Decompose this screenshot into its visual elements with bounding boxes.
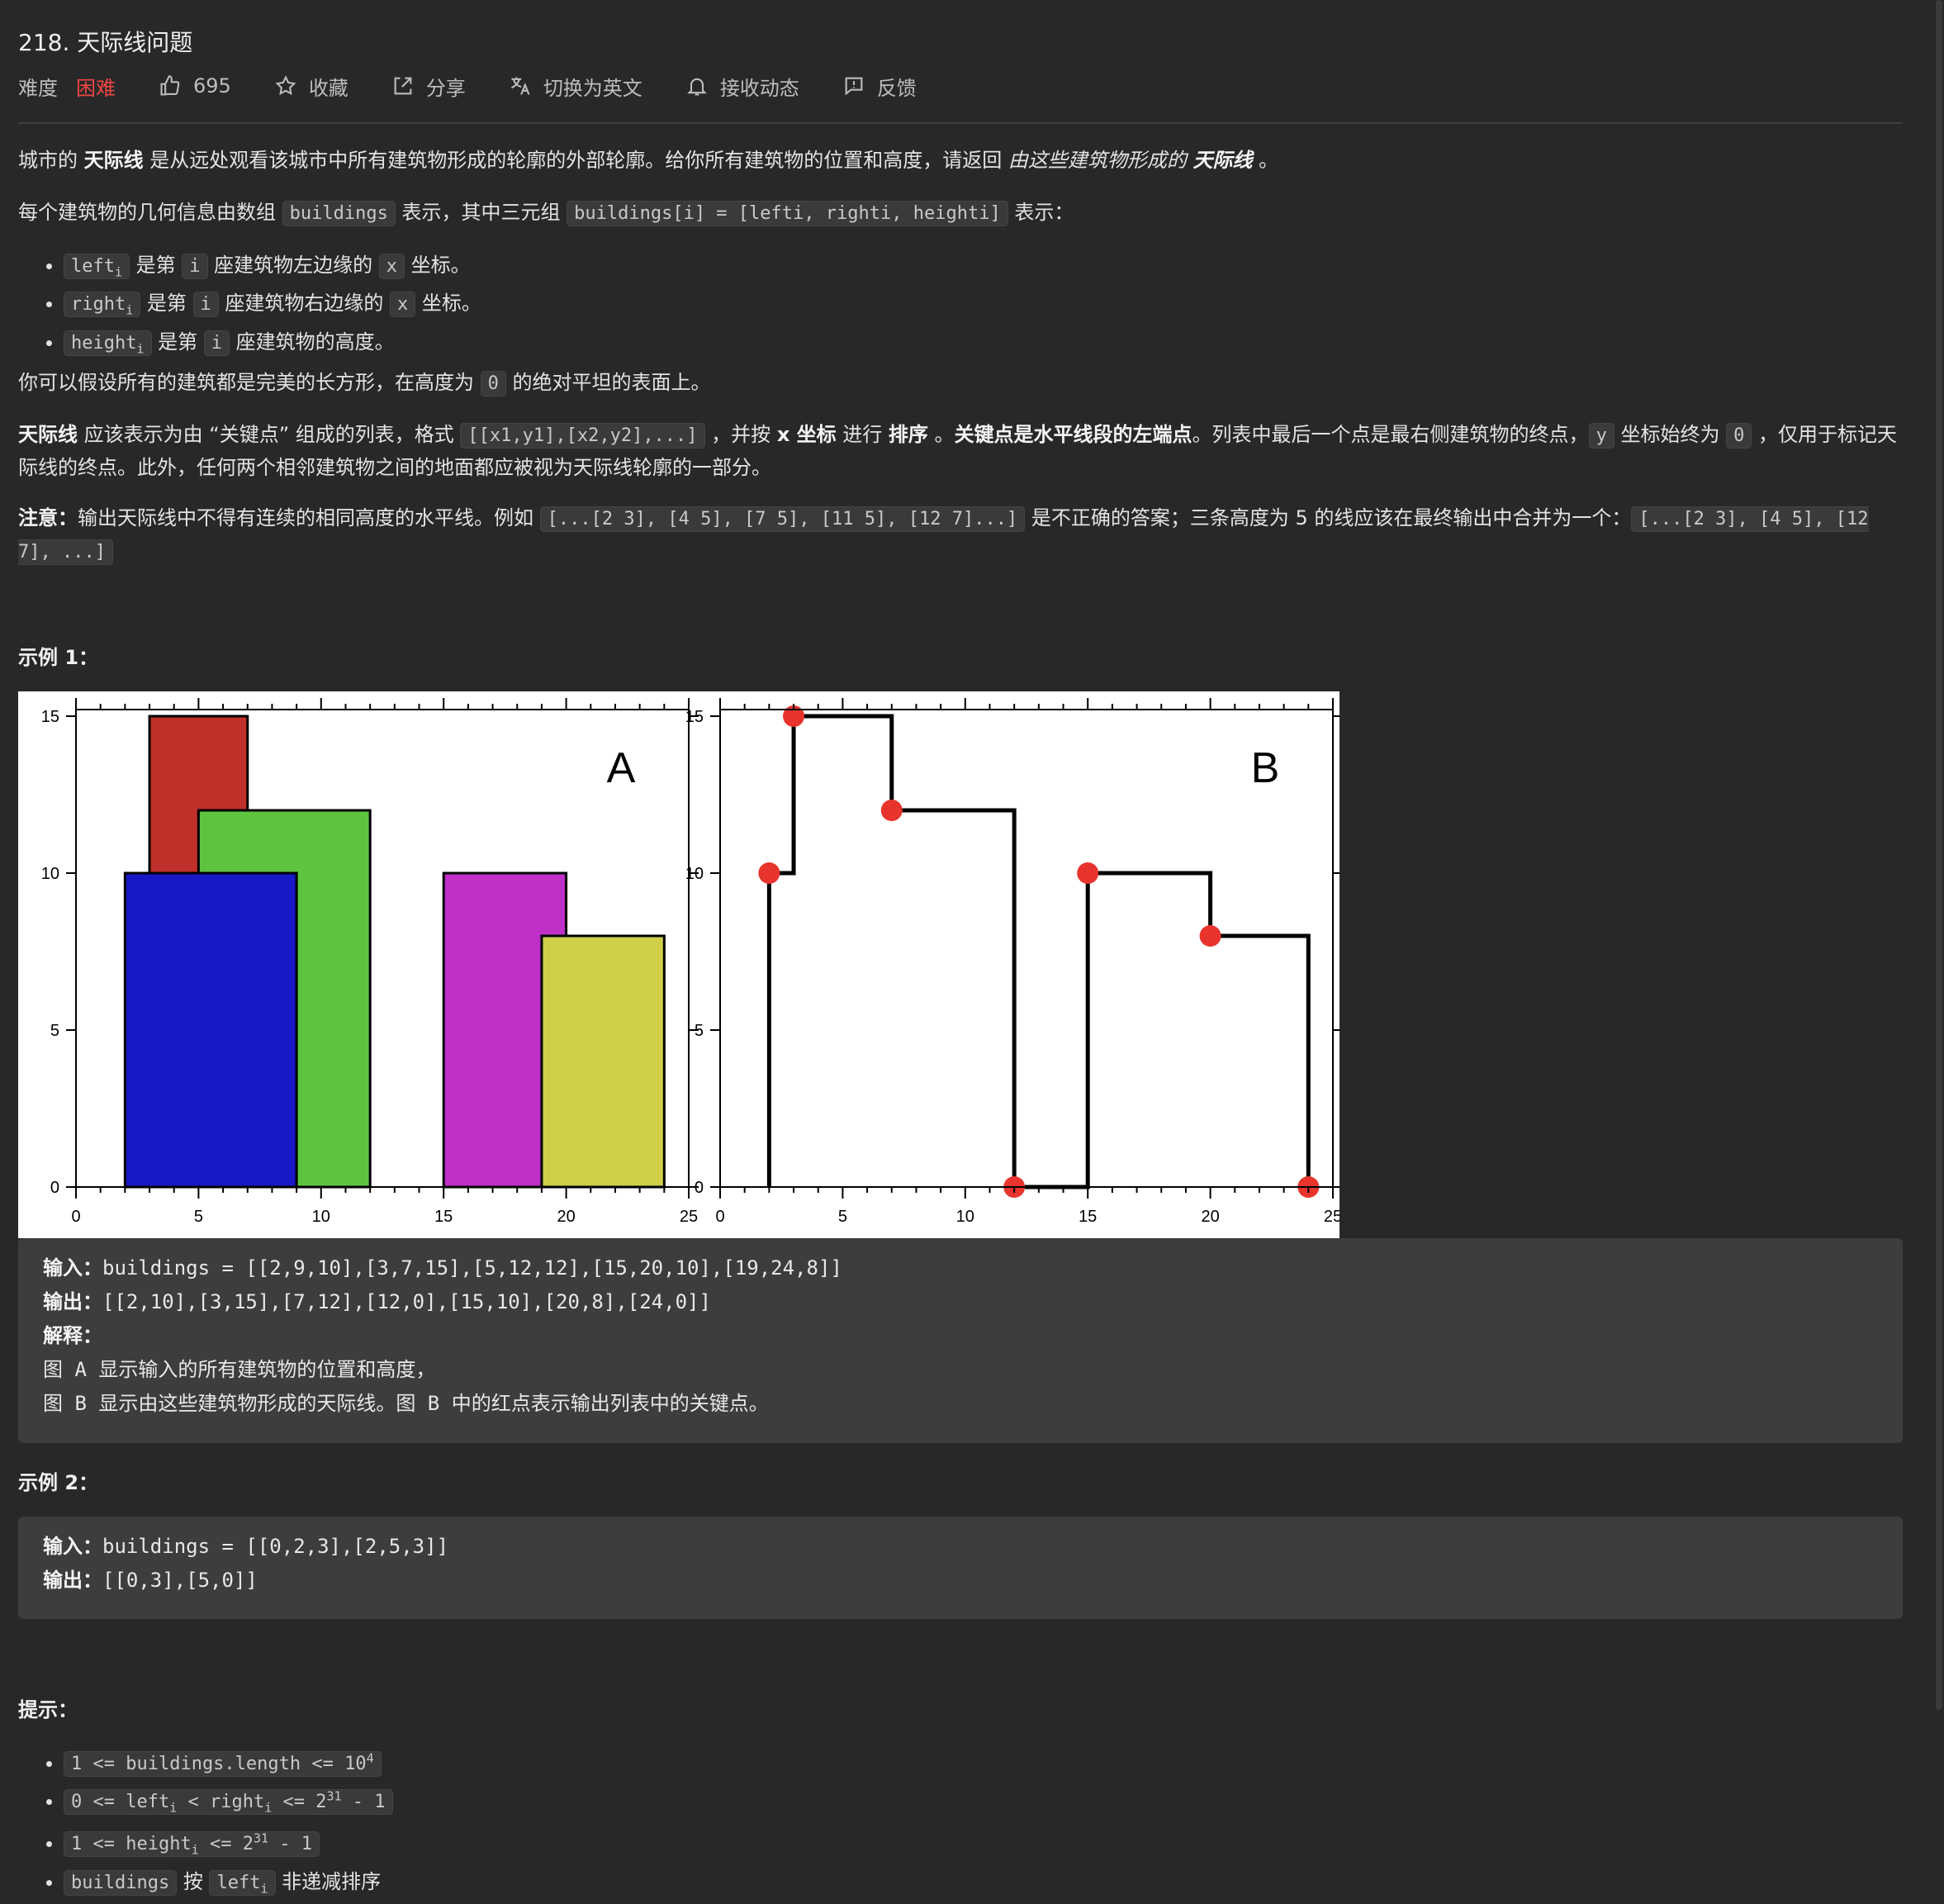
- header-divider: [18, 122, 1903, 124]
- keypoint-dot-5: [1199, 925, 1221, 947]
- building-bar-4: [540, 934, 666, 1189]
- x-tick-label: 15: [434, 1208, 453, 1226]
- y-tick-label: 15: [685, 708, 704, 726]
- inline-code: buildings: [282, 201, 396, 226]
- example-1-explain-1: 图 A 显示输入的所有建筑物的位置和高度，: [43, 1358, 436, 1381]
- share-button[interactable]: 分享: [391, 72, 466, 101]
- desc-bullet-list: lefti 是第 i 座建筑物左边缘的 x 坐标。 righti 是第 i 座建…: [18, 249, 481, 364]
- example-1-heading: 示例 1：: [18, 646, 99, 669]
- y-tick-label: 10: [685, 865, 704, 883]
- example-1-output: [[2,10],[3,15],[7,12],[12,0],[15,10],[20…: [102, 1290, 711, 1313]
- share-label: 分享: [425, 76, 466, 100]
- panel-label: B: [1251, 744, 1280, 792]
- hints-heading: 提示：: [18, 1698, 78, 1721]
- problem-title: 218. 天际线问题: [18, 29, 193, 56]
- keypoint-dot-4: [1077, 862, 1099, 884]
- example-2-input: buildings = [[0,2,3],[2,5,3]]: [102, 1535, 449, 1558]
- desc-paragraph-3: 你可以假设所有的建筑都是完美的长方形，在高度为 0 的绝对平坦的表面上。: [18, 367, 1903, 400]
- x-tick-label: 20: [1201, 1208, 1219, 1226]
- x-tick-label: 25: [1324, 1208, 1339, 1226]
- x-tick-label: 10: [956, 1208, 974, 1226]
- y-tick-label: 5: [50, 1022, 59, 1040]
- x-tick-label: 20: [557, 1208, 575, 1226]
- list-item: lefti 是第 i 座建筑物左边缘的 x 坐标。: [64, 249, 481, 287]
- bell-icon: [686, 78, 707, 96]
- x-tick-label: 5: [838, 1208, 847, 1226]
- list-item: righti 是第 i 座建筑物右边缘的 x 坐标。: [64, 287, 481, 325]
- subscribe-button[interactable]: 接收动态: [685, 72, 799, 101]
- example-2-output: [[0,3],[5,0]]: [102, 1569, 258, 1592]
- y-tick-label: 15: [41, 708, 59, 726]
- desc-note: 注意：输出天际线中不得有连续的相同高度的水平线。例如 [...[2 3], [4…: [18, 502, 1903, 568]
- x-tick-label: 25: [680, 1208, 698, 1226]
- star-icon: [275, 75, 296, 96]
- list-item: 1 <= heighti <= 231 - 1: [64, 1823, 393, 1866]
- translate-icon: [510, 77, 530, 95]
- feedback-icon: [845, 77, 863, 96]
- x-tick-label: 0: [71, 1208, 80, 1226]
- panel-label: A: [607, 744, 636, 792]
- x-tick-label: 0: [715, 1208, 724, 1226]
- keypoint-dot-0: [758, 862, 780, 884]
- translate-button[interactable]: 切换为英文: [509, 72, 642, 101]
- example-2-heading: 示例 2：: [18, 1471, 99, 1494]
- list-item: heighti 是第 i 座建筑物的高度。: [64, 326, 481, 364]
- feedback-button[interactable]: 反馈: [842, 72, 917, 101]
- share-icon: [394, 77, 412, 95]
- y-tick-label: 0: [50, 1179, 59, 1197]
- list-item: buildings 按 lefti 非递减排序: [64, 1866, 393, 1904]
- panel-frame-1: [719, 709, 1334, 1188]
- example-1-input: buildings = [[2,9,10],[3,7,15],[5,12,12]…: [102, 1256, 842, 1280]
- x-tick-label: 10: [312, 1208, 330, 1226]
- desc-paragraph-4: 天际线 应该表示为由 “关键点” 组成的列表，格式 [[x1,y1],[x2,y…: [18, 423, 1897, 479]
- hints-list: 1 <= buildings.length <= 104 0 <= lefti …: [18, 1743, 393, 1904]
- list-item: 1 <= buildings.length <= 104: [64, 1743, 393, 1780]
- x-tick-label: 15: [1079, 1208, 1097, 1226]
- keypoint-dot-1: [783, 705, 805, 727]
- skyline-line: [766, 714, 1311, 1189]
- desc-paragraph-2: 每个建筑物的几何信息由数组 buildings 表示，其中三元组 buildin…: [18, 197, 1903, 230]
- example-1-explain-2: 图 B 显示由这些建筑物形成的天际线。图 B 中的红点表示输出列表中的关键点。: [43, 1392, 769, 1415]
- difficulty-label: 难度: [18, 76, 58, 100]
- like-count: 695: [193, 74, 231, 97]
- example-1-code-block: 输入：buildings = [[2,9,10],[3,7,15],[5,12,…: [18, 1238, 1903, 1443]
- problem-meta-bar: 难度 困难 695 收藏 分享 切换为英文 接收动态 反馈: [18, 69, 960, 102]
- like-button[interactable]: 695: [159, 74, 231, 97]
- keypoint-dot-2: [880, 800, 903, 821]
- favorite-button[interactable]: 收藏: [274, 72, 348, 101]
- inline-code: buildings[i] = [lefti, righti, heighti]: [567, 201, 1008, 226]
- panel-frame-0: [75, 709, 690, 1188]
- subscribe-label: 接收动态: [719, 76, 799, 100]
- x-tick-label: 5: [194, 1208, 203, 1226]
- thumbs-up-icon: [160, 75, 180, 96]
- list-item: 0 <= lefti < righti <= 231 - 1: [64, 1780, 393, 1823]
- feedback-label: 反馈: [876, 76, 917, 100]
- page-scrollbar[interactable]: [1936, 0, 1942, 1710]
- favorite-label: 收藏: [308, 76, 348, 100]
- desc-paragraph-1: 城市的 天际线 是从远处观看该城市中所有建筑物形成的轮廓的外部轮廓。给你所有建筑…: [18, 149, 1279, 172]
- y-tick-label: 0: [695, 1179, 704, 1197]
- difficulty-badge: 困难: [76, 76, 116, 100]
- y-tick-label: 5: [695, 1022, 704, 1040]
- building-bar-2: [123, 871, 298, 1189]
- y-tick-label: 10: [41, 865, 59, 883]
- translate-label: 切换为英文: [543, 76, 642, 100]
- example-2-code-block: 输入：buildings = [[0,2,3],[2,5,3]] 输出：[[0,…: [18, 1517, 1903, 1619]
